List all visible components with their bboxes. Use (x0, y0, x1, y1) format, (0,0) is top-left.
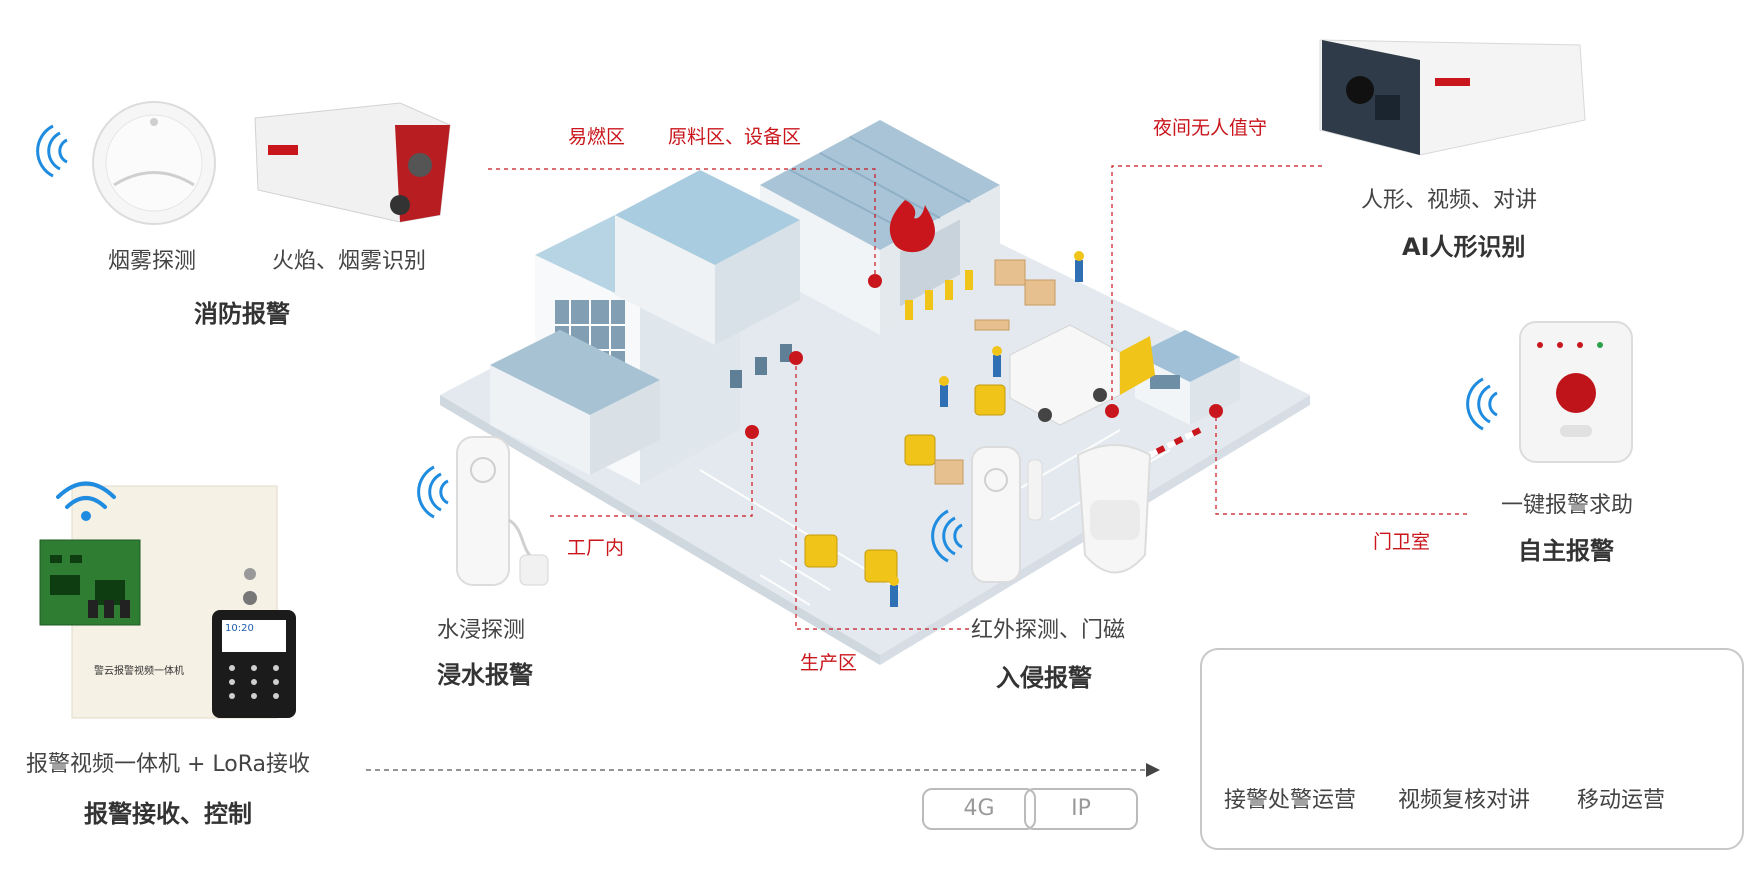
office-building (490, 170, 800, 485)
smoke-detector-device (92, 101, 216, 225)
ai-camera-device (1319, 39, 1586, 156)
zone-flammable: 易燃区 (568, 126, 626, 148)
cargo-boxes (934, 259, 1056, 485)
guard-house (1118, 330, 1240, 473)
zone-production: 生产区 (800, 652, 858, 674)
self-alarm-title: 自主报警 (1518, 537, 1614, 565)
intrusion-alarm-title: 入侵报警 (996, 664, 1092, 692)
wireless-icon (417, 465, 449, 519)
platform-item-alarm-ops[interactable]: 接警处警运营 (1224, 788, 1357, 813)
fire-alarm-title: 消防报警 (194, 300, 290, 328)
zone-night-unattended: 夜间无人值守 (1153, 117, 1268, 139)
network-ip-badge: IP (1024, 788, 1138, 830)
flood-alarm-title: 浸水报警 (437, 661, 533, 689)
wireless-icon (36, 124, 68, 178)
zone-guard-room: 门卫室 (1373, 531, 1431, 553)
warehouse-building (760, 120, 1000, 335)
platform-panel: 接警处警运营 视频复核对讲 移动运营 (1200, 648, 1744, 850)
zone-callout-lines (488, 165, 1467, 630)
alarm-receiver-device (39, 485, 296, 719)
receiver-control-title: 报警接收、控制 (84, 800, 252, 828)
water-detector-device (456, 436, 549, 586)
intrusion-desc-label: 红外探测、门磁 (971, 618, 1126, 643)
receiver-box-text: 警云报警视频一体机 (94, 666, 184, 677)
sos-desc-label: 一键报警求助 (1501, 493, 1634, 518)
flame-camera-device (254, 102, 451, 223)
wireless-icon (931, 509, 963, 563)
flame-smoke-recognition-label: 火焰、烟雾识别 (272, 249, 427, 274)
zone-markers (745, 274, 1223, 439)
ai-recognition-title: AI人形识别 (1402, 233, 1526, 261)
smoke-detector-label: 烟雾探测 (108, 249, 197, 274)
delivery-truck (1009, 324, 1155, 426)
keypad-time: 10:20 (225, 623, 254, 634)
receiver-desc-label: 报警视频一体机 + LoRa接收 (26, 752, 311, 777)
door-contact-device (971, 446, 1043, 583)
platform-item-mobile-ops[interactable]: 移动运营 (1577, 788, 1666, 813)
workers (889, 251, 1084, 607)
water-detector-label: 水浸探测 (437, 618, 526, 643)
pir-sensor-device (1076, 444, 1152, 574)
zone-factory-inside: 工厂内 (567, 537, 625, 559)
wifi-icon (56, 481, 116, 521)
platform-item-video-review[interactable]: 视频复核对讲 (1398, 788, 1531, 813)
forklifts (804, 384, 1006, 583)
zone-material-equipment: 原料区、设备区 (668, 126, 802, 148)
network-4g-badge: 4G (922, 788, 1036, 830)
wireless-icon (1466, 377, 1498, 431)
sos-button-device (1519, 321, 1633, 463)
ai-desc-label: 人形、视频、对讲 (1361, 188, 1538, 213)
transmission-arrow (366, 763, 1160, 777)
